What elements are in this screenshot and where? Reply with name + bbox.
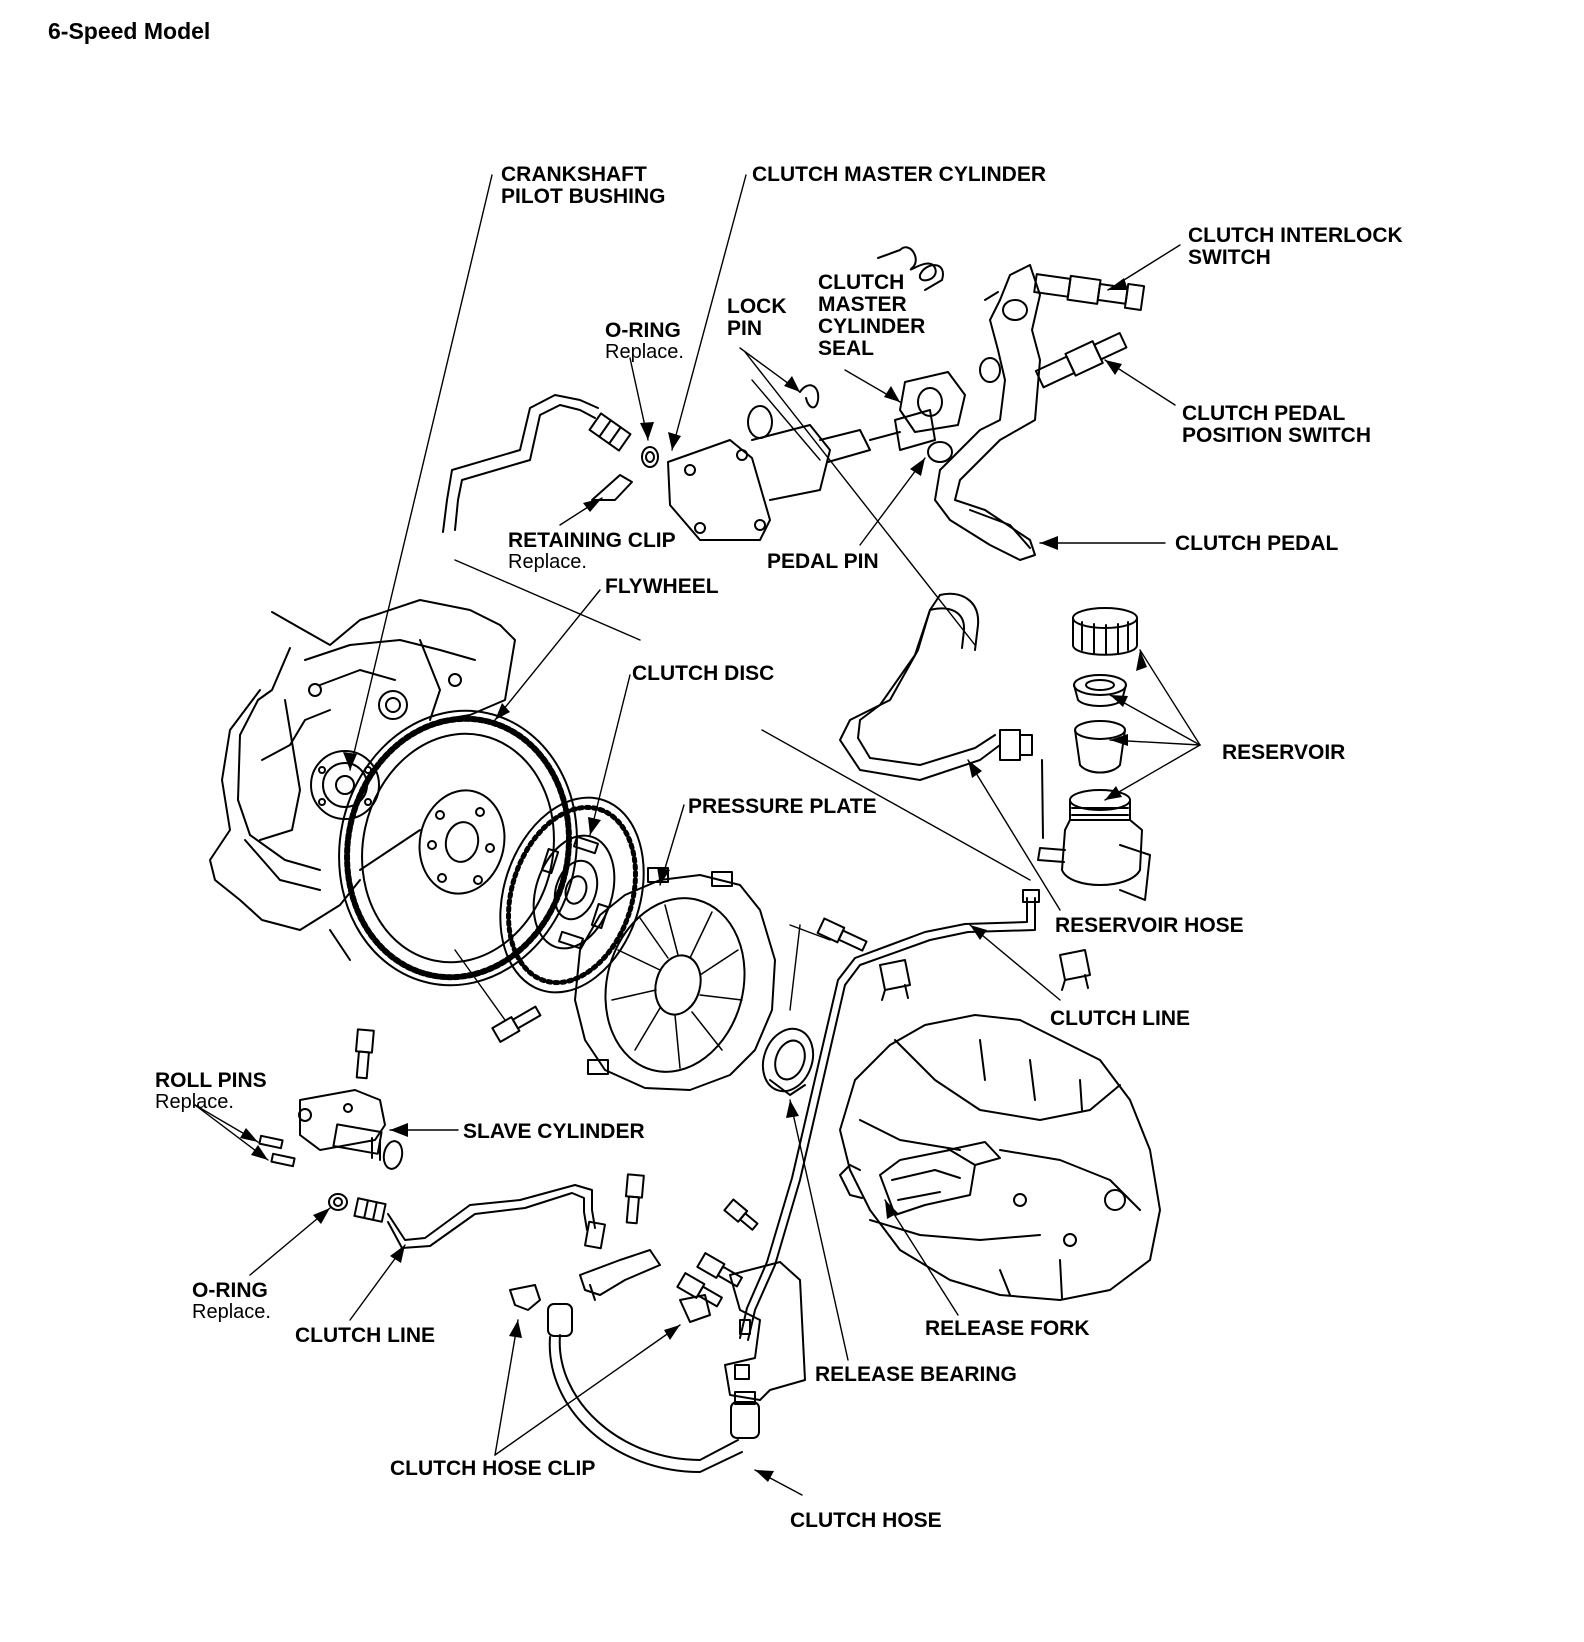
label-o-ring-top-note: Replace.: [605, 341, 684, 363]
clutch-line-right-drawing: [740, 890, 1090, 1340]
label-pressure-plate: PRESSURE PLATE: [688, 795, 877, 818]
label-o-ring-top: O-RING: [605, 319, 681, 342]
clutch-disc-drawing: [476, 779, 667, 1011]
label-pedal-pin: PEDAL PIN: [767, 550, 879, 573]
transmission-drawing: [840, 1015, 1160, 1300]
label-seal-line4: SEAL: [818, 337, 875, 360]
label-clutch-hose: CLUTCH HOSE: [790, 1509, 942, 1532]
label-roll-pins: ROLL PINS: [155, 1069, 267, 1092]
label-seal-line2: MASTER: [818, 293, 907, 316]
bolts-drawing: [354, 919, 868, 1309]
engine-block-drawing: [210, 600, 515, 960]
label-roll-pins-note: Replace.: [155, 1091, 234, 1113]
label-release-fork: RELEASE FORK: [925, 1317, 1090, 1340]
pressure-plate-drawing: [575, 868, 775, 1090]
slave-cylinder-drawing: [259, 1090, 404, 1170]
label-clutch-line-bottom: CLUTCH LINE: [295, 1324, 435, 1347]
master-cylinder-drawing: [443, 247, 1000, 540]
label-reservoir: RESERVOIR: [1222, 741, 1346, 764]
label-clutch-interlock: CLUTCH INTERLOCK: [1188, 224, 1403, 247]
label-o-ring-bottom: O-RING: [192, 1279, 268, 1302]
label-retaining-clip: RETAINING CLIP: [508, 529, 676, 552]
label-pin: PIN: [727, 317, 763, 340]
flywheel-drawing: [314, 688, 602, 1007]
label-clutch-hose-clip: CLUTCH HOSE CLIP: [390, 1457, 596, 1480]
label-crankshaft: CRANKSHAFT: [501, 163, 647, 186]
label-o-ring-bottom-note: Replace.: [192, 1301, 271, 1323]
label-clutch-master-cylinder: CLUTCH MASTER CYLINDER: [752, 163, 1046, 186]
label-position-switch: POSITION SWITCH: [1182, 424, 1371, 447]
reservoir-hose-drawing: [840, 594, 1043, 838]
label-seal-line3: CYLINDER: [818, 315, 926, 338]
diagram-title: 6-Speed Model: [48, 18, 211, 44]
reservoir-drawing: [1038, 608, 1150, 900]
label-clutch-pedal-position: CLUTCH PEDAL: [1182, 402, 1346, 425]
label-reservoir-hose: RESERVOIR HOSE: [1055, 914, 1244, 937]
label-release-bearing: RELEASE BEARING: [815, 1363, 1017, 1386]
clutch-pedal-drawing: [935, 265, 1144, 560]
lower-line-hose-drawing: [329, 1185, 805, 1472]
release-bearing-drawing: [755, 1022, 822, 1099]
label-clutch-pedal: CLUTCH PEDAL: [1175, 532, 1339, 555]
label-pilot-bushing: PILOT BUSHING: [501, 185, 666, 208]
arrowheads: [240, 278, 1147, 1482]
label-clutch-line-right: CLUTCH LINE: [1050, 1007, 1190, 1030]
label-interlock-switch: SWITCH: [1188, 246, 1271, 269]
leader-lines: [195, 175, 1200, 1495]
label-seal-line1: CLUTCH: [818, 271, 905, 294]
label-slave-cylinder: SLAVE CYLINDER: [463, 1120, 645, 1143]
label-flywheel: FLYWHEEL: [605, 575, 719, 598]
label-clutch-disc: CLUTCH DISC: [632, 662, 775, 685]
label-retaining-clip-note: Replace.: [508, 551, 587, 573]
label-lock: LOCK: [727, 295, 787, 318]
